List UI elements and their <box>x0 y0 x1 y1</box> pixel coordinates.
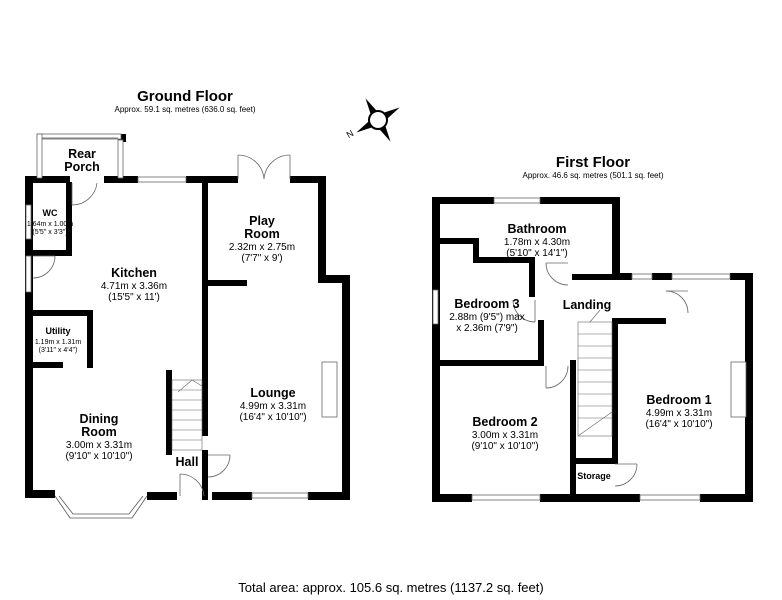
total-area: Total area: approx. 105.6 sq. metres (11… <box>238 580 543 595</box>
room-dimensions: (5'5" x 3'3") <box>32 229 67 236</box>
ground-floor-title: Ground Floor <box>137 88 233 105</box>
room-name: Dining <box>80 412 119 426</box>
room-landing: Landing <box>563 298 612 312</box>
room-name: Utility <box>45 326 70 336</box>
room-dimensions: 4.99m x 3.31m <box>240 401 306 412</box>
room-dimensions: (15'5" x 11') <box>108 292 160 303</box>
ground-floor-area: Approx. 59.1 sq. metres (636.0 sq. feet) <box>115 105 256 114</box>
room-dimensions: 3.00m x 3.31m <box>472 430 538 441</box>
room-rear-porch: Rear Porch <box>64 147 99 174</box>
ground-floor-doors <box>32 154 291 497</box>
room-name: Bedroom 3 <box>454 297 519 311</box>
room-name: Hall <box>176 455 199 469</box>
ground-floor-windows <box>25 176 338 519</box>
room-dimensions: 4.71m x 3.36m <box>101 281 167 292</box>
room-utility: Utility 1.19m x 1.31m (3'11" x 4'4") <box>35 326 81 354</box>
ground-floor-walls <box>25 134 350 500</box>
room-dimensions: 2.32m x 2.75m <box>229 242 295 253</box>
first-floor-windows <box>432 197 747 501</box>
room-dimensions: (9'10" x 10'10") <box>65 451 132 462</box>
room-name: Kitchen <box>111 266 157 280</box>
room-dimensions: 4.99m x 3.31m <box>646 408 712 419</box>
room-name: Bedroom 1 <box>646 393 711 407</box>
ground-floor-stairs <box>171 379 203 451</box>
compass-icon: N <box>345 98 400 142</box>
room-play-room: Play Room 2.32m x 2.75m (7'7" x 9') <box>229 214 295 264</box>
room-name: Bathroom <box>507 222 566 236</box>
room-name: Room <box>81 425 116 439</box>
first-floor-title: First Floor <box>556 154 630 171</box>
room-name: Lounge <box>250 386 295 400</box>
room-name: Porch <box>64 160 99 174</box>
first-floor-doors <box>512 262 689 487</box>
room-name: Room <box>244 227 279 241</box>
room-dining-room: Dining Room 3.00m x 3.31m (9'10" x 10'10… <box>65 412 132 462</box>
room-dimensions: 1.78m x 4.30m <box>504 237 570 248</box>
room-name: Storage <box>577 471 611 481</box>
room-dimensions: 1.64m x 1.00m <box>27 221 73 228</box>
first-floor-stairs <box>577 309 613 437</box>
compass-north-label: N <box>345 128 356 140</box>
room-storage: Storage <box>577 471 611 481</box>
room-wc: WC 1.64m x 1.00m (5'5" x 3'3") <box>27 208 73 236</box>
room-dimensions: (16'4" x 10'10") <box>239 412 306 423</box>
room-dimensions: 2.88m (9'5") max <box>449 312 524 323</box>
room-name: Bedroom 2 <box>472 415 537 429</box>
room-name: WC <box>43 208 58 218</box>
room-dimensions: (16'4" x 10'10") <box>645 419 712 430</box>
room-dimensions: (9'10" x 10'10") <box>471 441 538 452</box>
room-dimensions: (7'7" x 9') <box>241 253 282 264</box>
room-bedroom-1: Bedroom 1 4.99m x 3.31m (16'4" x 10'10") <box>645 393 712 430</box>
room-kitchen: Kitchen 4.71m x 3.36m (15'5" x 11') <box>101 266 167 303</box>
room-hall: Hall <box>176 455 199 469</box>
room-name: Rear <box>68 147 96 161</box>
room-bedroom-3: Bedroom 3 2.88m (9'5") max x 2.36m (7'9"… <box>449 297 524 334</box>
room-lounge: Lounge 4.99m x 3.31m (16'4" x 10'10") <box>239 386 306 423</box>
room-dimensions: (3'11" x 4'4") <box>39 347 78 354</box>
room-dimensions: 1.19m x 1.31m <box>35 339 81 346</box>
room-bedroom-2: Bedroom 2 3.00m x 3.31m (9'10" x 10'10") <box>471 415 538 452</box>
room-bathroom: Bathroom 1.78m x 4.30m (5'10" x 14'1") <box>504 222 570 259</box>
room-dimensions: 3.00m x 3.31m <box>66 440 132 451</box>
rear-porch-glazing <box>36 133 124 179</box>
first-floor-walls <box>432 197 753 502</box>
room-dimensions: x 2.36m (7'9") <box>456 323 518 334</box>
first-floor-area: Approx. 46.6 sq. metres (501.1 sq. feet) <box>523 171 664 180</box>
room-name: Play <box>249 214 275 228</box>
room-dimensions: (5'10" x 14'1") <box>506 248 568 259</box>
room-name: Landing <box>563 298 612 312</box>
